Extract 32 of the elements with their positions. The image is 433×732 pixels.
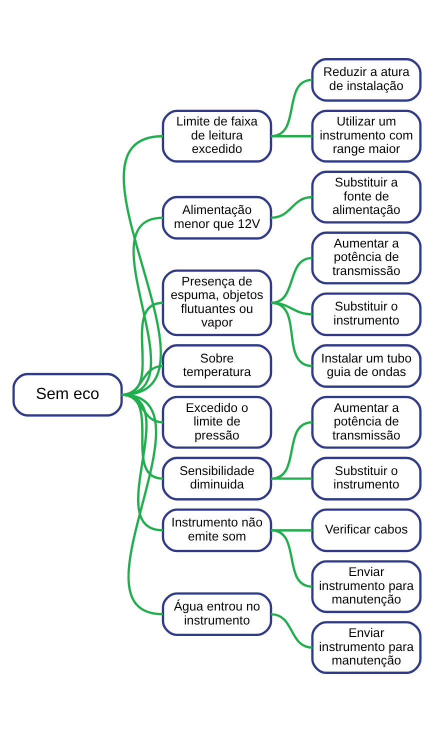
connector (270, 135, 312, 138)
node-box: Reduzir a atura de instalação (310, 58, 422, 102)
node-box: Sem eco (12, 372, 122, 417)
node-box: Substituir o instrumento (310, 292, 422, 336)
connector (270, 477, 312, 480)
connector (270, 78, 312, 138)
node-box: Utilizar um instrumento com range maior (310, 110, 422, 163)
connector (120, 394, 163, 616)
node-box: Sobre temperatura (161, 344, 272, 388)
node-box: Excedido o limite de pressão (161, 396, 272, 449)
node-box: Aumentar a potência de transmissão (310, 232, 422, 284)
node-box: Aumentar a potência de transmissão (310, 396, 422, 449)
node-box: Limite de faixa de leitura excedido (161, 110, 272, 163)
node-box: Água entrou no instrumento (161, 592, 272, 636)
node-box: Alimentação menor que 12V (161, 196, 272, 240)
node-box: Enviar instrumento para manutenção (310, 560, 422, 614)
node-box: Instrumento não emite som (161, 508, 272, 552)
node-box: Verificar cabos (310, 508, 422, 552)
node-box: Substituir a fonte de alimentação (310, 170, 422, 224)
connector (270, 302, 312, 368)
connector (270, 421, 312, 480)
connector (270, 196, 312, 219)
connector (120, 135, 163, 396)
node-box: Instalar um tubo guia de ondas (310, 344, 422, 388)
connector (270, 613, 312, 649)
node-box: Presença de espuma, objetos flutuantes ou vapor (161, 269, 272, 336)
node-box: Enviar instrumento para manutenção (310, 621, 422, 674)
connector (270, 302, 312, 316)
connector (270, 529, 312, 532)
node-box: Sensibilidade diminuida (161, 456, 272, 500)
connector (270, 529, 312, 588)
node-box: Substituir o instrumento (310, 456, 422, 500)
